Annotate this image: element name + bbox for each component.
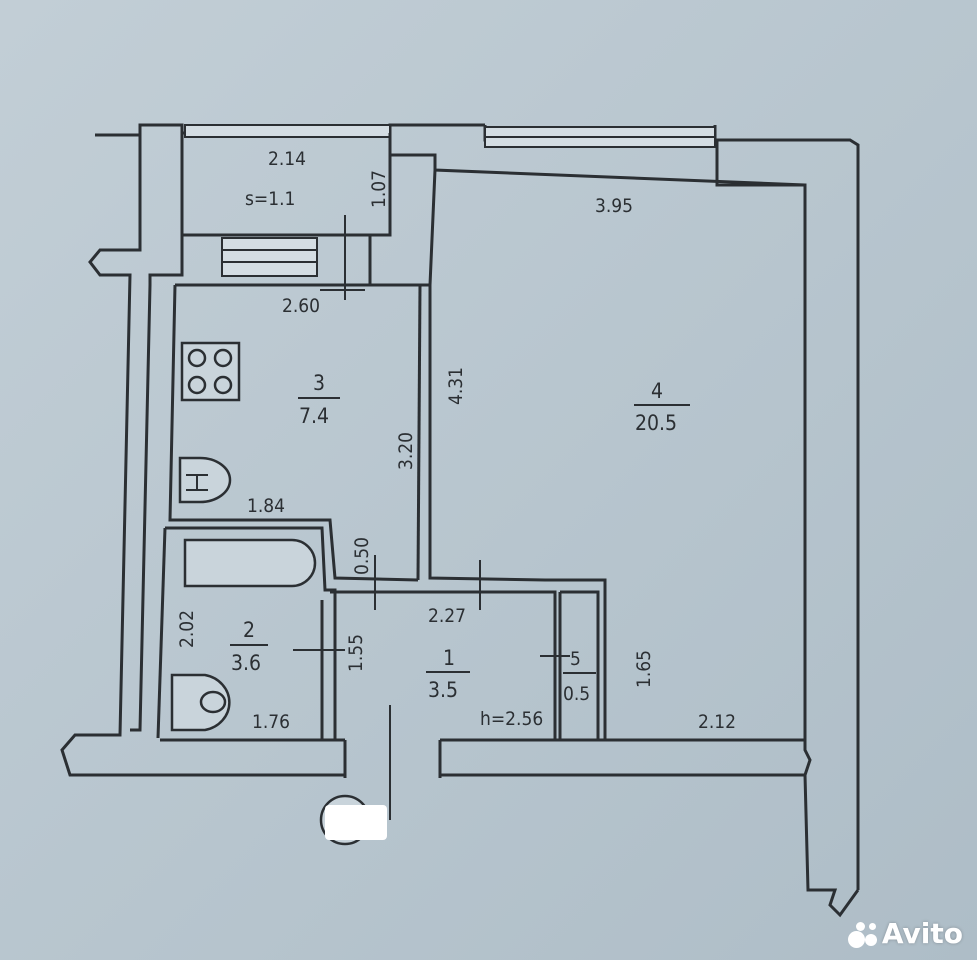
balcony-area-label: s=1.1 <box>245 188 295 210</box>
hallway-side-dimension: 1.55 <box>345 634 367 672</box>
closet-area: 0.5 <box>563 683 590 705</box>
hallway-area: 3.5 <box>428 678 458 702</box>
hallway-top-dimension: 2.27 <box>428 605 466 627</box>
balcony-depth-label: 1.07 <box>368 170 390 208</box>
bathroom-number: 2 <box>243 618 255 642</box>
watermark-text: Avito <box>881 917 963 950</box>
bathroom-area: 3.6 <box>231 651 261 675</box>
kitchen-top-dimension: 2.60 <box>282 295 320 317</box>
living-room-bottom-dimension: 2.12 <box>698 711 736 733</box>
outer-walls <box>60 123 860 918</box>
dimension-ticks <box>293 215 570 820</box>
bathroom-bottom-dimension: 1.76 <box>252 711 290 733</box>
balcony-width-label: 2.14 <box>268 148 306 170</box>
hallway-number: 1 <box>443 646 455 670</box>
kitchen-balcony-door <box>221 237 318 277</box>
living-room-lower-side-dimension: 1.65 <box>633 650 655 688</box>
balcony-glazing <box>184 124 391 138</box>
living-room-top-dimension: 3.95 <box>595 195 633 217</box>
bathroom-side-dimension: 2.02 <box>176 610 198 648</box>
bathtub-fixture <box>183 538 317 588</box>
stove-fixture <box>180 341 241 402</box>
hallway-wall-dimension: 0.50 <box>351 537 373 575</box>
kitchen-area: 7.4 <box>299 404 329 428</box>
avito-watermark: Avito <box>847 917 963 950</box>
kitchen-number: 3 <box>313 371 325 395</box>
toilet-fixture <box>170 673 231 732</box>
living-room-side-dimension: 4.31 <box>445 367 467 405</box>
kitchen-bottom-dimension: 1.84 <box>247 495 285 517</box>
avito-logo-icon <box>847 919 878 949</box>
ceiling-height-label: h=2.56 <box>480 708 543 730</box>
windows <box>184 124 716 277</box>
kitchen-sink-fixture <box>178 456 232 504</box>
closet-number: 5 <box>570 648 581 670</box>
interior-walls <box>156 133 806 740</box>
entrance-door-marker <box>319 794 387 846</box>
kitchen-side-dimension: 3.20 <box>395 432 417 470</box>
living-room-number: 4 <box>651 379 663 403</box>
living-room-area: 20.5 <box>635 411 677 435</box>
